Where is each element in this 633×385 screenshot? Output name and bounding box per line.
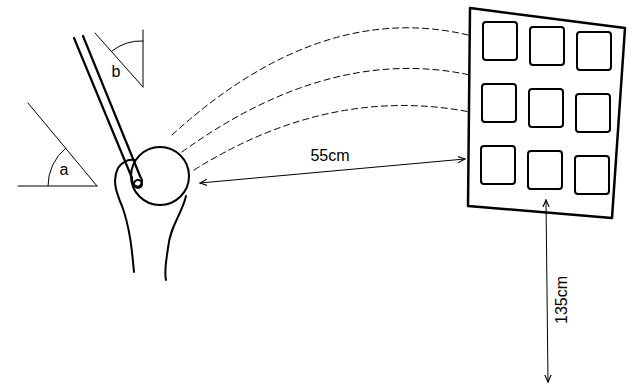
board-window [576, 94, 610, 132]
angle-label: b [112, 64, 121, 80]
board-window [482, 84, 516, 122]
board-window [528, 151, 562, 189]
dimension-label: 135cm [553, 273, 571, 327]
board-window [481, 146, 515, 184]
board-window [577, 32, 611, 70]
dimension-label: 55cm [307, 147, 352, 165]
board-window [529, 89, 563, 127]
board-window [530, 27, 564, 65]
board-window [575, 156, 609, 194]
angle-label: a [60, 162, 69, 178]
board-window [483, 22, 517, 60]
